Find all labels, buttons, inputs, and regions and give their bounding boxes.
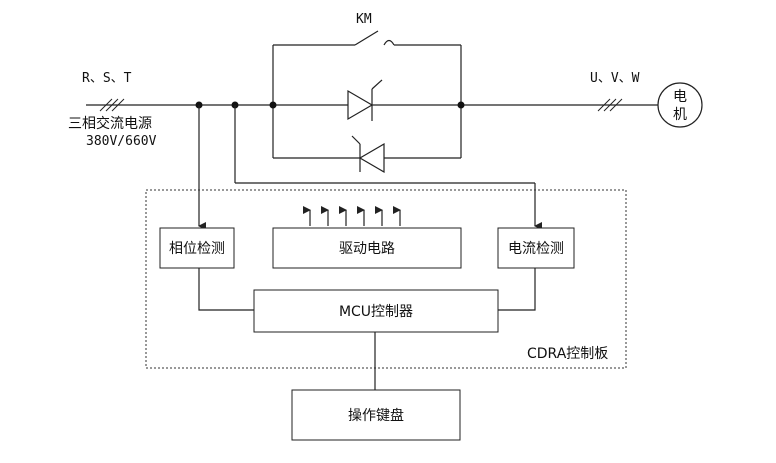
thyristor-branch-lower [272,105,462,174]
motor-label-line2: 机 [673,107,687,123]
drive-circuit-label: 驱动电路 [339,241,395,257]
thyristor-branch-upper [273,79,461,121]
motor-icon [657,82,703,128]
current-detection-label: 电流检测 [508,241,564,257]
drive-circuit-block [272,227,462,269]
current-detection-block [497,227,575,269]
three-phase-slash-input [99,98,125,112]
mcu-controller-label: MCU控制器 [339,304,413,320]
current-detection-tap-arrow [234,105,542,230]
mcu-controller-block [253,289,499,333]
source-label-line1: 三相交流电源 [68,115,152,132]
phase-detection-block [159,227,235,269]
source-label-line2: 380V/660V [86,134,157,149]
three-phase-slash-output [597,98,623,112]
current-to-mcu-wire [498,268,536,311]
board-name-label: CDRA控制板 [527,346,608,362]
km-label: KM [356,12,372,27]
bypass-contactor-km [272,30,462,105]
motor-label-line1: 电 [673,89,687,105]
phase-detection-label: 相位检测 [169,241,225,257]
input-phases-label: R、S、T [82,71,132,86]
drive-output-arrows [303,206,401,226]
junction-parallel-right [457,101,465,109]
keyboard-label: 操作键盘 [348,407,404,424]
junction-parallel-left [269,101,277,109]
keyboard-block [291,389,461,441]
cdra-board-boundary [145,189,627,369]
output-phases-label: U、V、W [590,71,640,86]
phase-to-mcu-wire [198,268,254,311]
